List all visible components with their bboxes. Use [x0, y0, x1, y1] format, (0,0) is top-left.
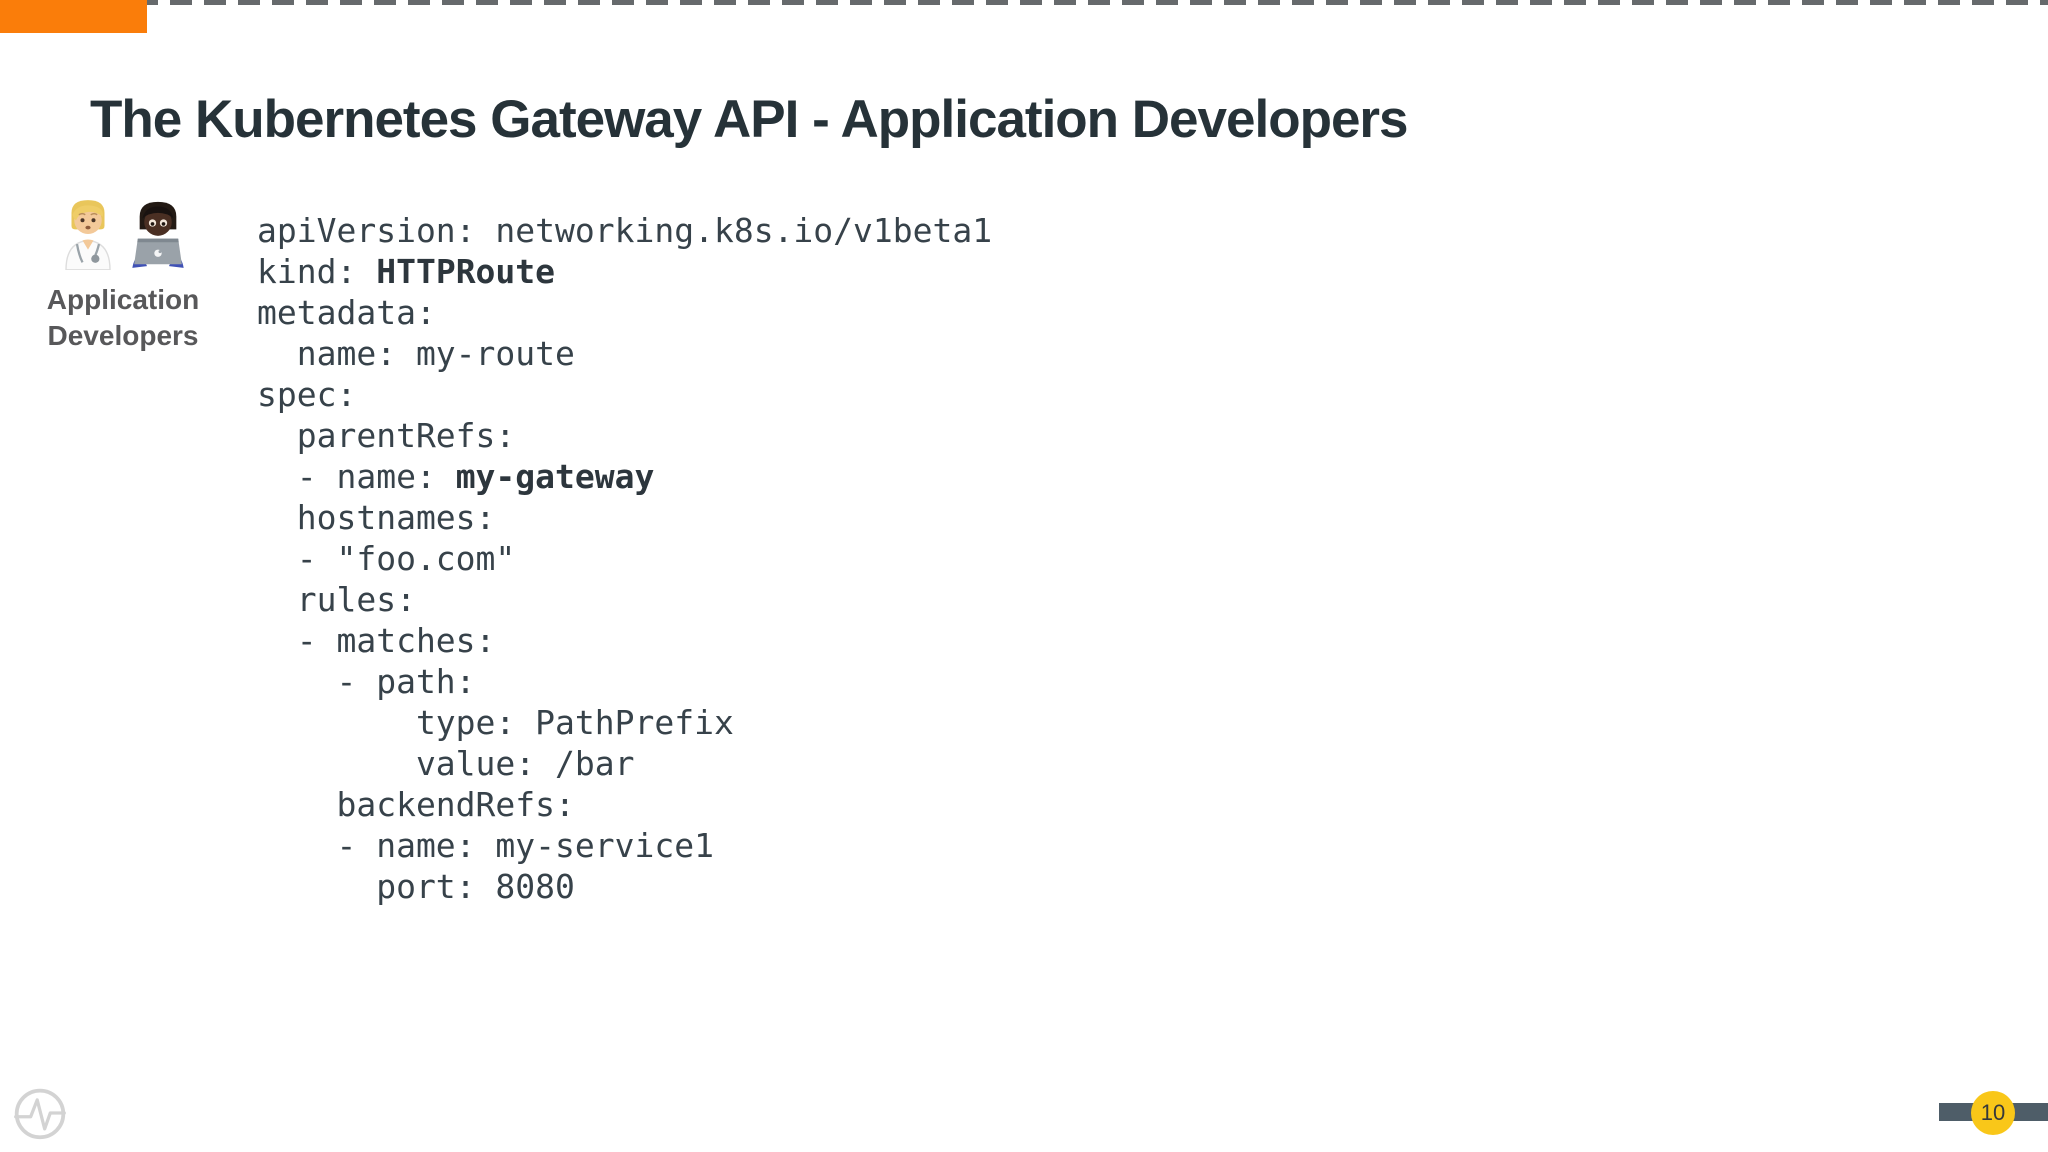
code-line: type: PathPrefix [257, 703, 734, 742]
code-line: metadata: [257, 293, 436, 332]
health-worker-emoji [65, 200, 111, 270]
code-line: - name: my-service1 [257, 826, 714, 865]
page-title: The Kubernetes Gateway API - Application… [90, 89, 1409, 149]
page-number-badge: 10 [1971, 1091, 2015, 1135]
technologist-emoji [132, 201, 184, 268]
code-line: rules: [257, 580, 416, 619]
pulse-logo-icon [14, 1088, 66, 1140]
code-line: value: /bar [257, 744, 635, 783]
top-border-dashes [0, 0, 2048, 5]
persona-label-line2: Developers [47, 320, 199, 351]
code-line: kind: HTTPRoute [257, 252, 556, 291]
code-line: port: 8080 [257, 867, 575, 906]
code-line: - name: my-gateway [257, 457, 655, 496]
code-line: parentRefs: [257, 416, 516, 455]
code-line: - path: [257, 662, 476, 701]
code-line: - matches: [257, 621, 496, 660]
persona-block: Application Developers [18, 192, 228, 354]
code-line: apiVersion: networking.k8s.io/v1beta1 [257, 211, 993, 250]
persona-emojis [18, 192, 228, 270]
persona-label: Application Developers [18, 282, 228, 354]
page-number: 10 [1980, 1100, 2006, 1125]
accent-bar [0, 0, 147, 33]
code-line: name: my-route [257, 334, 575, 373]
code-line: - "foo.com" [257, 539, 516, 578]
code-line: backendRefs: [257, 785, 575, 824]
code-line: hostnames: [257, 498, 496, 537]
code-line: spec: [257, 375, 357, 414]
persona-label-line1: Application [46, 284, 200, 315]
